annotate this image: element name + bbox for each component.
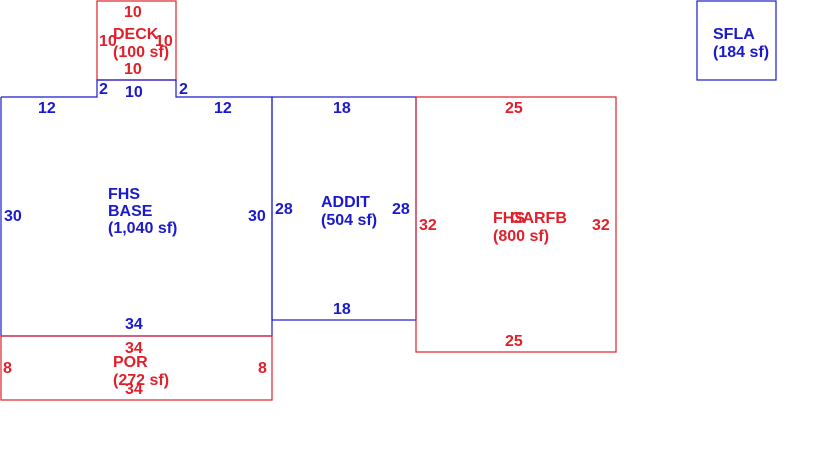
fhs-base-dim-notch-left: 2: [99, 81, 108, 98]
deck-dim-left: 10: [99, 33, 117, 50]
fhs-garfb-area: (800 sf): [493, 228, 549, 245]
deck-area: (100 sf): [113, 44, 169, 61]
addit-dim-bottom: 18: [333, 301, 351, 318]
fhs-base-label-line1: FHS: [108, 186, 140, 203]
deck-label: DECK: [113, 26, 159, 43]
sfla-outline: [696, 0, 777, 81]
por-dim-bottom: 34: [125, 381, 143, 398]
fhs-base-dim-notch: 10: [125, 84, 143, 101]
fhs-garfb-dim-left: 32: [419, 217, 437, 234]
fhs-garfb-dim-top: 25: [505, 100, 523, 117]
addit-dim-left: 28: [275, 201, 293, 218]
fhs-label: FHS: [493, 210, 525, 227]
fhs-base-dim-bottom: 34: [125, 316, 143, 333]
por-area: (272 sf): [113, 372, 169, 389]
deck-dim-top: 10: [124, 4, 142, 21]
fhs-base-dim-right: 30: [248, 208, 266, 225]
addit-label: ADDIT: [321, 194, 370, 211]
addit-dim-right: 28: [392, 201, 410, 218]
addit-dim-top: 18: [333, 100, 351, 117]
por-label: POR: [113, 354, 148, 371]
sfla-label: SFLA: [713, 26, 755, 43]
deck-dim-right: 10: [155, 33, 173, 50]
fhs-base-dim-left: 30: [4, 208, 22, 225]
garfb-label: GARFB: [510, 210, 567, 227]
addit-area: (504 sf): [321, 212, 377, 229]
por-dim-left: 8: [3, 360, 12, 377]
sfla-area: (184 sf): [713, 44, 769, 61]
fhs-garfb-dim-bottom: 25: [505, 333, 523, 350]
fhs-base-area: (1,040 sf): [108, 220, 177, 237]
fhs-base-dim-top-right: 12: [214, 100, 232, 117]
fhs-base-dim-notch-right: 2: [179, 81, 188, 98]
por-dim-right: 8: [258, 360, 267, 377]
fhs-base-label-line2: BASE: [108, 203, 153, 220]
por-dim-top: 34: [125, 340, 143, 357]
fhs-garfb-dim-right: 32: [592, 217, 610, 234]
fhs-base-dim-top-left: 12: [38, 100, 56, 117]
fhs-garfb-outline: [415, 96, 617, 353]
deck-dim-bottom: 10: [124, 61, 142, 78]
por-outline: [0, 335, 273, 401]
